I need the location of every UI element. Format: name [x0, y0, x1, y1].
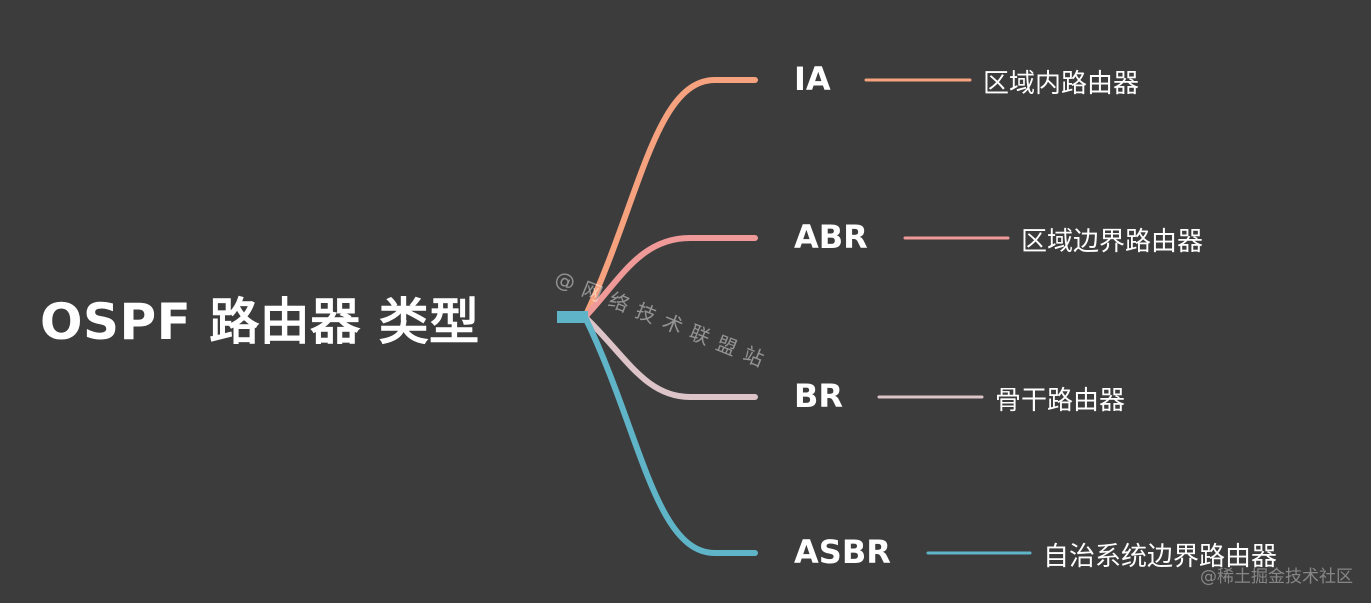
branch-curve-abr	[582, 235, 758, 320]
branch-label-ia: IA	[794, 60, 831, 98]
leaf-label-ia: 区域内路由器	[983, 69, 1140, 99]
branch-label-br: BR	[794, 377, 844, 415]
leaf-label-abr: 区域边界路由器	[1021, 227, 1204, 257]
branch-curve-asbr	[582, 314, 758, 556]
leaf-label-br: 骨干路由器	[995, 386, 1126, 416]
credit-watermark: @稀土掘金技术社区	[1200, 567, 1353, 587]
branch-label-asbr: ASBR	[794, 533, 891, 571]
root-title: OSPF 路由器 类型	[40, 293, 480, 351]
branch-label-abr: ABR	[794, 218, 868, 256]
branch-curve-br	[582, 314, 758, 400]
branch-curve-ia	[582, 77, 758, 320]
leaf-label-asbr: 自治系统边界路由器	[1043, 542, 1278, 572]
